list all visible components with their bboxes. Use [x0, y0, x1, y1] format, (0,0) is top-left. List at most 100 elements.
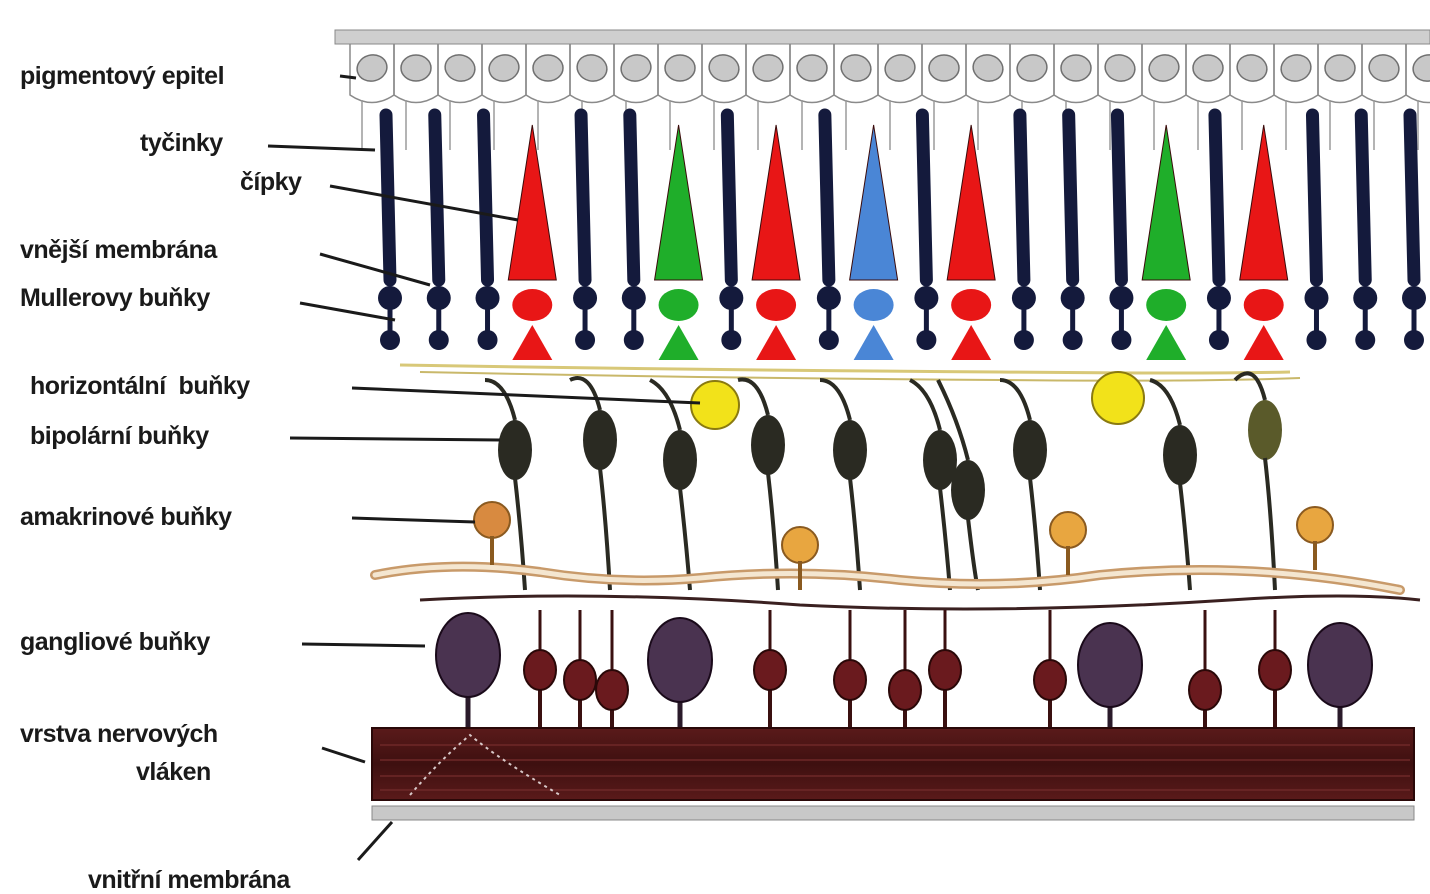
label-rods: tyčinky: [140, 129, 223, 157]
pigment-granule: [1102, 52, 1138, 85]
rod-photoreceptor: [922, 115, 926, 280]
cone-blue-pedicle: [854, 325, 894, 360]
label-ganglion-cells: gangliové buňky: [20, 628, 210, 656]
pigment-cells: [350, 44, 1430, 150]
bipolar-axon: [1030, 478, 1040, 590]
rod-photoreceptor: [1361, 115, 1365, 280]
pigment-granule: [354, 52, 390, 85]
label-pigment-epithelium: pigmentový epitel: [20, 62, 224, 90]
pointer-nerve-fiber-layer: [322, 748, 365, 762]
pointer-pigment-epithelium: [340, 76, 356, 78]
bipolar-dendrite: [570, 378, 600, 410]
cone-green-body: [1146, 289, 1186, 321]
bipolar-cell-layer: [485, 373, 1282, 590]
ganglion-cell-small: [524, 650, 556, 690]
rod-photoreceptor: [1020, 115, 1024, 280]
rod-photoreceptor: [727, 115, 731, 280]
ganglion-cell-small: [1034, 660, 1066, 700]
horizontal-cell: [691, 381, 739, 429]
pigment-granule: [929, 55, 959, 81]
bipolar-cell: [498, 420, 532, 480]
cone-red-body: [1244, 289, 1284, 321]
pigment-granule: [574, 52, 610, 85]
pigment-granule: [401, 55, 431, 81]
ganglion-cell-large: [436, 613, 500, 697]
pigment-granule: [665, 55, 695, 81]
label-nerve-fiber-layer-line1: vrstva nervových: [20, 720, 218, 748]
bipolar-dendrite: [1000, 380, 1030, 420]
ganglion-cell-small: [834, 660, 866, 700]
ganglion-cell-layer: [436, 610, 1372, 728]
rod-photoreceptor: [1410, 115, 1414, 280]
pigment-granule: [750, 52, 786, 85]
cone-green-body: [659, 289, 699, 321]
ganglion-cell-small: [1189, 670, 1221, 710]
ganglion-cell-small: [889, 670, 921, 710]
pigment-granule: [1325, 55, 1355, 81]
cone-red: [752, 125, 800, 280]
ganglion-cell-large: [648, 618, 712, 702]
label-bipolar-cells: bipolární buňky: [30, 422, 209, 450]
ganglion-cell-small: [1259, 650, 1291, 690]
amacrine-cell: [782, 527, 818, 563]
bipolar-dendrite: [910, 380, 940, 430]
pigment-granule: [882, 52, 918, 85]
pigment-epithelium-layer: [335, 30, 1430, 150]
cone-red-body: [756, 289, 796, 321]
bipolar-cell: [751, 415, 785, 475]
pointer-outer-membrane: [320, 254, 430, 285]
bipolar-axon: [600, 468, 610, 590]
cone-red: [508, 125, 556, 280]
pigment-granule: [533, 55, 563, 81]
pigment-granule: [797, 55, 827, 81]
pointer-inner-membrane: [358, 822, 392, 860]
pigment-granule: [1410, 52, 1430, 85]
bipolar-axon: [940, 488, 950, 590]
label-inner-membrane: vnitřní membrána: [88, 866, 291, 894]
cone-green-pedicle: [659, 325, 699, 360]
rod-photoreceptor: [1215, 115, 1219, 280]
pointer-bipolar-cells: [290, 438, 500, 440]
pointer-amacrine-cells: [352, 518, 475, 522]
amacrine-cell: [1297, 507, 1333, 543]
pigment-granule: [970, 52, 1006, 85]
pigment-granule: [1014, 52, 1050, 85]
ganglion-cell-small: [754, 650, 786, 690]
cone-red: [1240, 125, 1288, 280]
bipolar-cell: [583, 410, 617, 470]
label-horizontal-cells: horizontální buňky: [30, 372, 250, 400]
bipolar-cell: [951, 460, 985, 520]
amacrine-cell: [474, 502, 510, 538]
pigment-granule: [442, 52, 478, 85]
label-nerve-fiber-layer-line2: vláken: [136, 758, 211, 786]
cone-red-pedicle: [512, 325, 552, 360]
cone-red-pedicle: [756, 325, 796, 360]
label-amacrine-cells: amakrinové buňky: [20, 503, 232, 531]
rod-photoreceptor: [630, 115, 634, 280]
cone-red-pedicle: [951, 325, 991, 360]
pointer-rods: [268, 146, 375, 150]
pointer-ganglion-cells: [302, 644, 425, 646]
inner-plexiform-layer: [375, 567, 1420, 609]
bipolar-cell: [1013, 420, 1047, 480]
pigment-granule: [1278, 52, 1314, 85]
pigment-granule: [1366, 52, 1402, 85]
cone-red-pedicle: [1244, 325, 1284, 360]
cone-green-pedicle: [1146, 325, 1186, 360]
cone-red-body: [512, 289, 552, 321]
inner-limiting-membrane: [372, 806, 1414, 820]
cone-red-body: [951, 289, 991, 321]
pigment-granule: [706, 52, 742, 85]
bipolar-dendrite: [650, 380, 680, 430]
ganglion-cell-small: [564, 660, 596, 700]
rod-photoreceptor: [484, 115, 488, 280]
bipolar-dendrite: [738, 379, 768, 415]
pigment-granule: [1146, 52, 1182, 85]
label-outer-membrane: vnější membrána: [20, 236, 218, 264]
pigment-granule: [618, 52, 654, 85]
cone-green: [655, 125, 703, 280]
pointer-horizontal-cells: [352, 388, 700, 403]
ganglion-cell-small: [929, 650, 961, 690]
rod-photoreceptor: [1312, 115, 1316, 280]
